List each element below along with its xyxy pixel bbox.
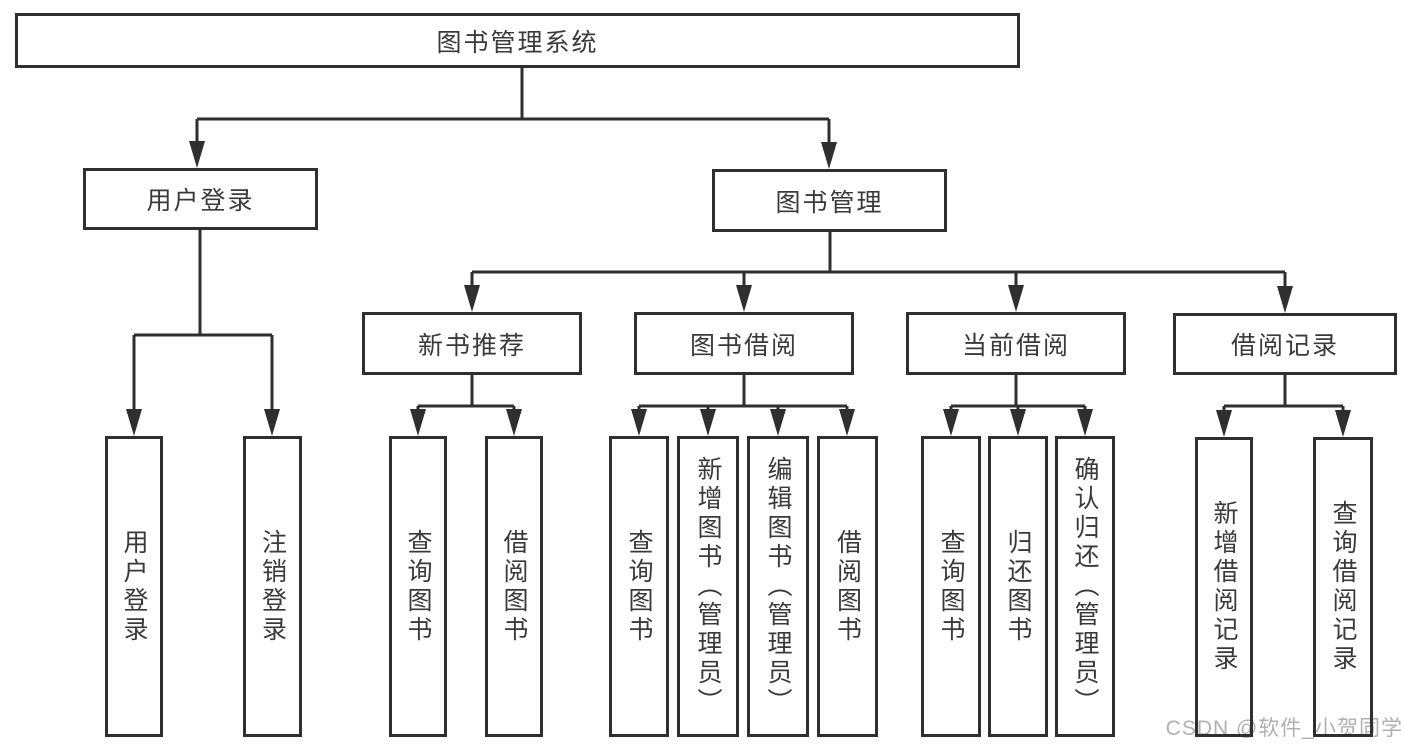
node-label: 查询图书 (937, 528, 965, 645)
node-label: 新增图书（管理员） (694, 456, 722, 717)
node-label: 当前借阅 (961, 331, 1070, 360)
node-query-books-current: 查询图书 (921, 436, 981, 737)
node-query-borrow-record: 查询借阅记录 (1313, 437, 1373, 737)
node-label: 借阅图书 (833, 528, 862, 645)
node-logout: 注销登录 (243, 436, 302, 737)
node-label: 归还图书 (1004, 528, 1032, 645)
node-label: 新增借阅记录 (1210, 500, 1238, 674)
node-add-books-admin: 新增图书（管理员） (677, 436, 739, 737)
node-confirm-return-admin: 确认归还（管理员） (1055, 436, 1115, 737)
node-label: 查询图书 (625, 528, 653, 645)
node-edit-books-admin: 编辑图书（管理员） (747, 436, 809, 737)
node-borrow-books-recommend: 借阅图书 (485, 436, 543, 737)
node-label: 注销登录 (258, 528, 287, 645)
arrowheads (126, 141, 1351, 437)
node-return-books: 归还图书 (988, 436, 1048, 737)
node-borrow-books-leaf: 借阅图书 (817, 436, 878, 737)
node-label: 新书推荐 (417, 331, 526, 360)
node-label: 编辑图书（管理员） (764, 456, 792, 717)
node-label: 用户登录 (146, 187, 255, 215)
node-user-login-leaf: 用户登录 (105, 436, 163, 737)
node-query-books-borrowing: 查询图书 (609, 436, 669, 737)
node-label: 借阅记录 (1230, 332, 1339, 360)
node-label: 查询图书 (404, 528, 432, 645)
node-book-borrowing: 图书借阅 (634, 312, 854, 375)
node-label: 图书借阅 (689, 331, 798, 360)
node-label: 借阅图书 (500, 528, 528, 645)
node-borrowing-records: 借阅记录 (1173, 313, 1397, 375)
node-label: 确认归还（管理员） (1071, 456, 1099, 717)
node-label: 图书管理系统 (436, 28, 599, 57)
node-library-management-system: 图书管理系统 (15, 13, 1020, 68)
node-label: 用户登录 (120, 528, 148, 645)
node-user-login: 用户登录 (83, 168, 318, 230)
node-label: 图书管理 (775, 188, 884, 217)
node-label: 查询借阅记录 (1329, 500, 1357, 674)
node-book-management: 图书管理 (712, 169, 947, 232)
node-new-book-recommendation: 新书推荐 (362, 312, 582, 375)
node-query-books-recommend: 查询图书 (389, 436, 447, 737)
node-current-borrowing: 当前借阅 (906, 312, 1126, 375)
node-add-borrow-record: 新增借阅记录 (1195, 437, 1253, 737)
